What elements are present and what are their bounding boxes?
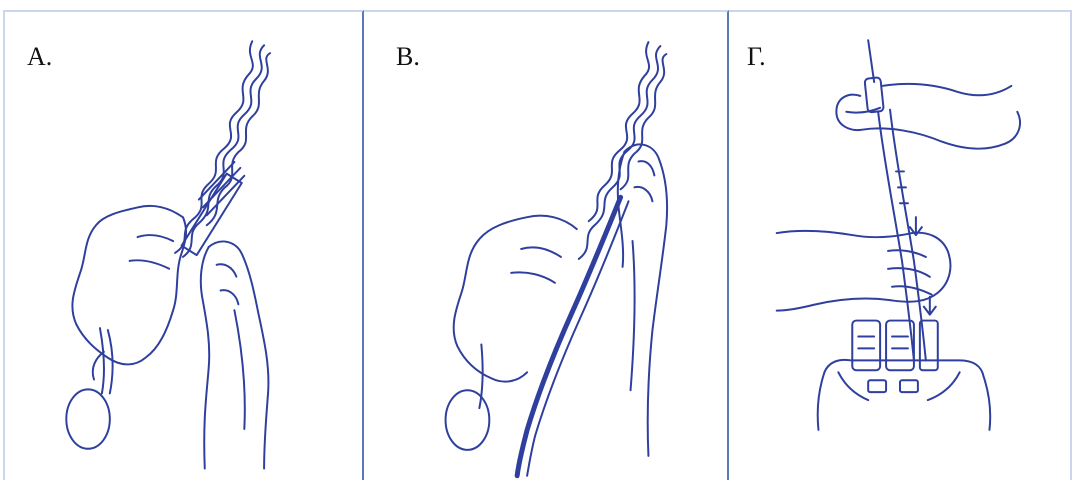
hands-separating-cable-illustration: [364, 12, 727, 480]
panel-b: В.: [364, 10, 729, 480]
panel-a: А.: [3, 10, 364, 480]
hands-inserting-cable-into-terminal-illustration: [729, 12, 1070, 480]
hands-scraping-cable-illustration: [5, 12, 362, 480]
panel-c: Г.: [729, 10, 1072, 480]
